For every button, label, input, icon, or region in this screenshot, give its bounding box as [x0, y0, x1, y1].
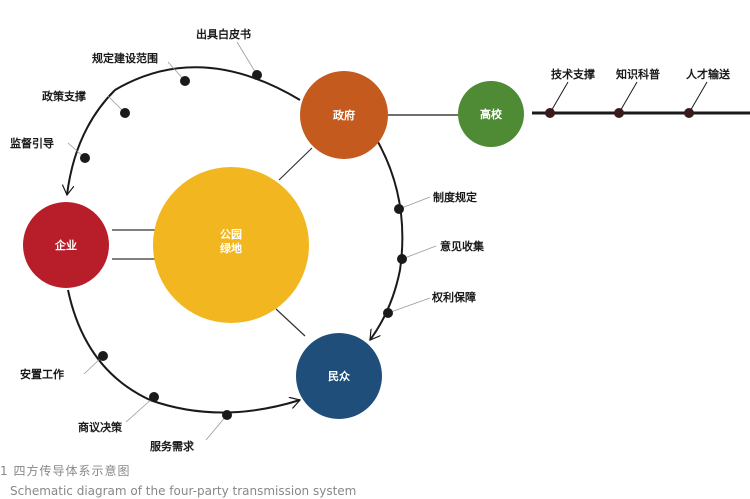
svg-text:出具白皮书: 出具白皮书 [196, 27, 251, 41]
flow-point: 技术支撑 [545, 67, 595, 118]
connector-park-public [275, 308, 306, 337]
svg-text:权利保障: 权利保障 [431, 290, 476, 304]
flow-point: 知识科普 [614, 67, 660, 118]
svg-text:人才输送: 人才输送 [686, 67, 731, 81]
svg-text:监督引导: 监督引导 [10, 136, 54, 150]
node-park [153, 167, 309, 323]
svg-text:制度规定: 制度规定 [433, 190, 477, 204]
svg-text:商议决策: 商议决策 [78, 420, 123, 434]
flow-point: 人才输送 [684, 67, 731, 118]
connector-park-gov [278, 147, 313, 181]
label-university: 高校 [480, 107, 503, 121]
svg-text:意见收集: 意见收集 [440, 239, 485, 253]
flow-point: 出具白皮书 [196, 27, 262, 80]
node-enterprise [23, 202, 109, 288]
caption-english: Schematic diagram of the four-party tran… [10, 484, 357, 498]
flow-point: 制度规定 [394, 190, 477, 214]
label-government: 政府 [333, 108, 355, 122]
flow-point: 权利保障 [383, 290, 476, 318]
node-public [296, 333, 382, 419]
svg-text:安置工作: 安置工作 [20, 367, 64, 381]
flow-point: 意见收集 [397, 239, 485, 264]
arc-gov-to-public [369, 141, 404, 340]
node-government [300, 71, 388, 159]
svg-text:规定建设范围: 规定建设范围 [92, 51, 158, 65]
flow-point: 监督引导 [10, 136, 90, 163]
flow-point: 服务需求 [150, 410, 232, 453]
caption-chinese: 1 四方传导体系示意图 [0, 464, 131, 478]
svg-text:技术支撑: 技术支撑 [551, 67, 595, 81]
svg-text:服务需求: 服务需求 [150, 439, 195, 453]
flow-point: 规定建设范围 [92, 51, 190, 86]
flow-point: 商议决策 [78, 392, 159, 434]
svg-text:政策支撑: 政策支撑 [42, 89, 86, 103]
label-park-line1: 公园 [220, 228, 242, 241]
svg-text:知识科普: 知识科普 [615, 67, 660, 81]
flow-point: 安置工作 [20, 351, 108, 381]
label-park-line2: 绿地 [220, 241, 242, 255]
label-enterprise: 企业 [54, 238, 77, 252]
flow-point: 政策支撑 [42, 89, 130, 118]
label-public: 民众 [328, 369, 351, 383]
node-university [458, 81, 524, 147]
